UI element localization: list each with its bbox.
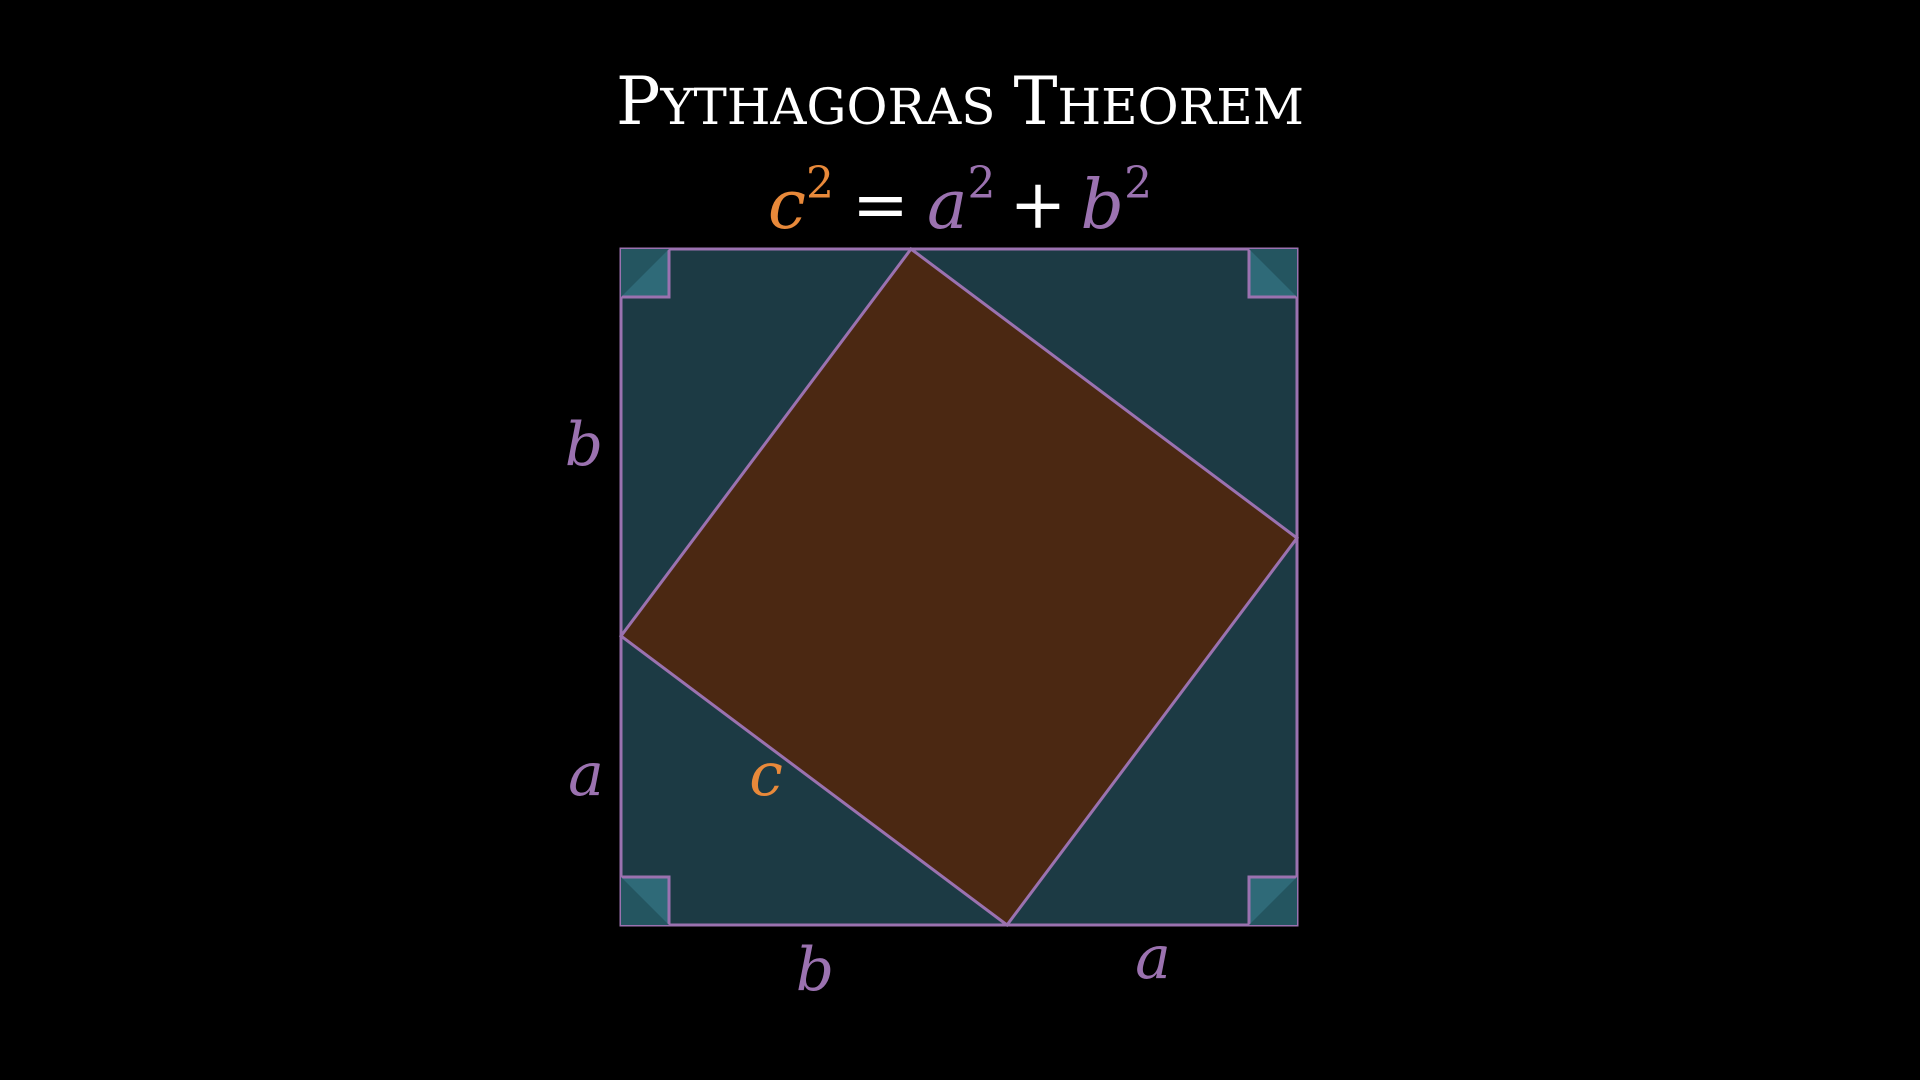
equation: c2=a2+b2	[768, 158, 1152, 245]
page-title: PYTHAGORAS THEOREM	[616, 63, 1304, 140]
label-bottom-left-b: b	[796, 935, 834, 1005]
equation-c: c	[768, 166, 806, 245]
equation-plus: +	[1010, 166, 1067, 245]
label-left-lower-a: a	[568, 740, 604, 810]
corner-marker-bottom-right	[1247, 875, 1299, 927]
corner-marker-top-left	[619, 247, 671, 299]
title-initial-2: T	[1013, 63, 1057, 140]
title-rest-1: YTHAGORAS	[659, 78, 995, 136]
label-left-upper-b: b	[565, 410, 603, 480]
title-initial-1: P	[616, 63, 660, 140]
label-hypotenuse-c: c	[749, 740, 783, 810]
label-bottom-right-a: a	[1135, 923, 1171, 993]
equation-b-exponent: 2	[1124, 158, 1152, 209]
equation-a: a	[927, 166, 968, 245]
equation-equals: =	[852, 166, 909, 245]
equation-b: b	[1081, 166, 1125, 245]
corner-marker-top-right	[1247, 247, 1299, 299]
corner-marker-bottom-left	[619, 875, 671, 927]
title-rest-2: HEOREM	[1058, 78, 1304, 136]
equation-a-exponent: 2	[968, 158, 996, 209]
equation-c-exponent: 2	[806, 158, 834, 209]
inner-square	[618, 246, 1300, 928]
